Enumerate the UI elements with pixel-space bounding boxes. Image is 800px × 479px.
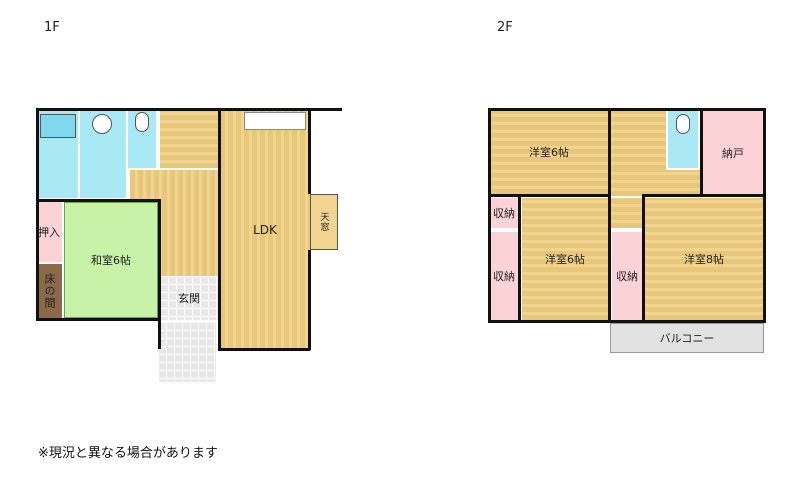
room-shuno-3: 収納 <box>612 232 642 320</box>
room-washitsu: 和室6帖 <box>64 202 158 318</box>
room-genkan: 玄関 <box>160 276 218 320</box>
toilet-icon <box>676 114 690 134</box>
bathtub-icon <box>40 114 76 138</box>
washroom <box>80 108 126 198</box>
room-shuno-2: 収納 <box>490 232 518 320</box>
washbasin-icon <box>92 114 112 134</box>
room-yoshitsu-6b-label: 洋室6帖 <box>545 253 585 266</box>
hallway-2f <box>610 170 700 196</box>
room-tokonoma: 床の間 <box>36 264 62 318</box>
room-yoshitsu-6a-label: 洋室6帖 <box>529 146 569 159</box>
hallway-2f-lower <box>610 198 642 228</box>
balcony: バルコニー <box>610 323 764 353</box>
room-nando: 納戸 <box>702 110 764 196</box>
room-shuno-2-label: 収納 <box>493 270 515 283</box>
room-washitsu-label: 和室6帖 <box>91 254 131 267</box>
skylight: 天窓 <box>310 194 338 250</box>
toilet-icon <box>135 112 149 132</box>
stairs <box>160 108 218 168</box>
room-genkan-label: 玄関 <box>178 292 200 305</box>
bathroom <box>36 108 78 198</box>
room-shuno-1: 収納 <box>490 198 518 228</box>
balcony-label: バルコニー <box>659 332 715 345</box>
room-ldk: LDK <box>220 108 310 351</box>
room-yoshitsu-8-label: 洋室8帖 <box>684 253 724 266</box>
room-yoshitsu-6a: 洋室6帖 <box>490 110 608 194</box>
room-ldk-label: LDK <box>253 222 277 237</box>
room-shuno-1-label: 収納 <box>493 207 515 220</box>
disclaimer-note: ※現況と異なる場合があります <box>38 446 218 461</box>
stairs-2f <box>610 110 666 170</box>
floor-label-2f: 2F <box>497 20 513 35</box>
room-yoshitsu-6b: 洋室6帖 <box>522 198 608 320</box>
room-yoshitsu-8: 洋室8帖 <box>644 198 764 320</box>
kitchen-counter-icon <box>244 112 306 130</box>
floor-2f: 洋室6帖 納戸 収納 収納 洋室6帖 収納 洋室8帖 バルコニー <box>488 108 766 356</box>
room-tokonoma-label: 床の間 <box>43 273 56 309</box>
room-shuno-3-label: 収納 <box>616 270 638 283</box>
room-oshiire: 押入 <box>36 202 62 262</box>
room-nando-label: 納戸 <box>722 147 744 160</box>
toilet <box>128 108 156 168</box>
floor-1f: LDK 天窓 押入 床の間 和室6帖 玄関 <box>36 108 342 382</box>
skylight-label: 天窓 <box>318 212 329 232</box>
toilet-2f <box>668 110 698 168</box>
floor-label-1f: 1F <box>44 20 60 35</box>
entrance-porch <box>158 322 216 382</box>
room-oshiire-label: 押入 <box>38 226 60 239</box>
